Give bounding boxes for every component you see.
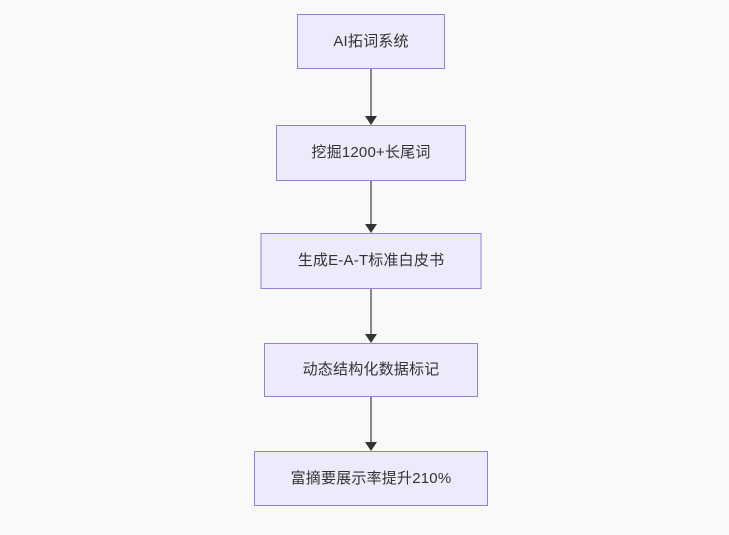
down-arrow-icon (365, 116, 377, 125)
flowchart-node-dynamic-structured-data-markup[interactable]: 动态结构化数据标记 (264, 343, 478, 397)
node-label: 富摘要展示率提升210% (290, 469, 452, 487)
down-arrow-icon (365, 442, 377, 451)
flowchart-node-generate-eat-whitepaper[interactable]: 生成E-A-T标准白皮书 (260, 233, 482, 289)
node-label: 生成E-A-T标准白皮书 (297, 252, 445, 269)
flowchart-edge-1 (364, 181, 378, 233)
down-arrow-icon (365, 334, 377, 343)
node-label: AI拓词系统 (333, 32, 409, 50)
flowchart-edge-0 (364, 69, 378, 125)
edge-line (370, 397, 372, 442)
flowchart-node-rich-snippet-impression-uplift[interactable]: 富摘要展示率提升210% (254, 451, 488, 506)
flowchart-node-ai-keyword-system[interactable]: AI拓词系统 (297, 14, 445, 69)
flowchart-node-mine-longtail-keywords[interactable]: 挖掘1200+长尾词 (276, 125, 466, 181)
node-label: 挖掘1200+长尾词 (311, 144, 431, 161)
edge-line (370, 69, 372, 116)
node-label: 动态结构化数据标记 (302, 361, 440, 378)
flowchart-edge-2 (364, 289, 378, 343)
flowchart-edge-3 (364, 397, 378, 451)
down-arrow-icon (365, 224, 377, 233)
edge-line (370, 181, 372, 224)
edge-line (370, 289, 372, 334)
